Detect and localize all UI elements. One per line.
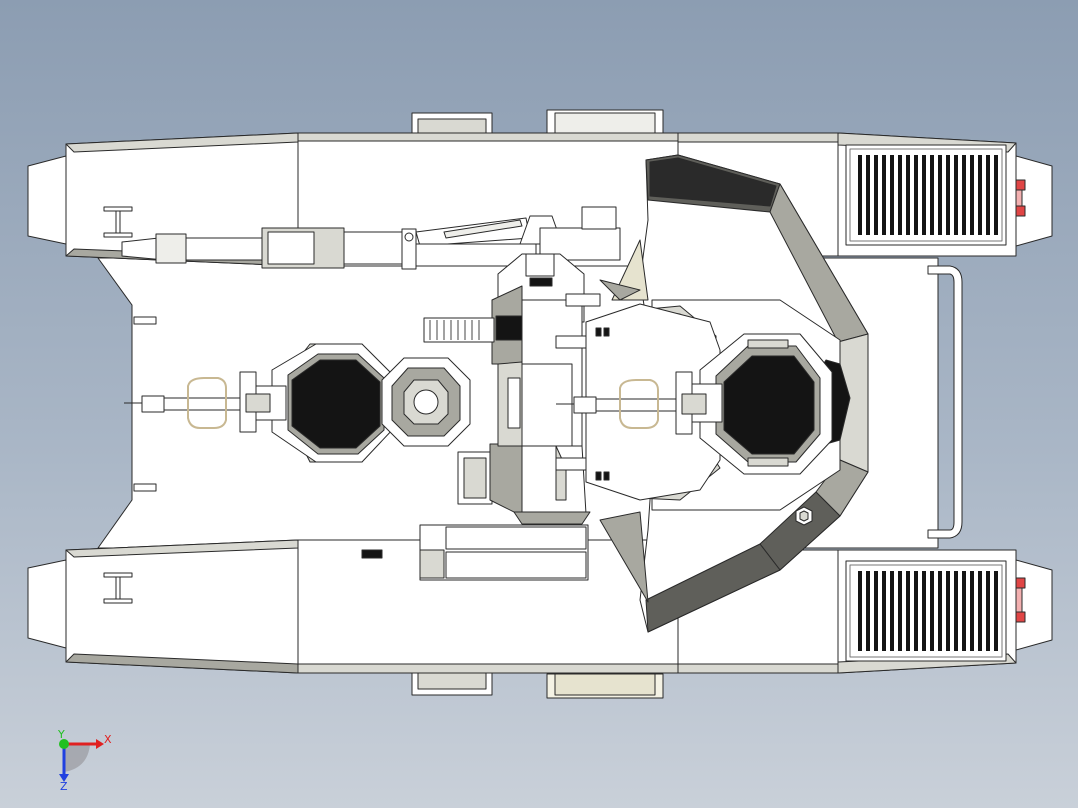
vent-slat	[946, 155, 950, 235]
hull-slot-lower	[133, 483, 157, 492]
lower-red-light-2	[1015, 611, 1026, 623]
vent-slat	[970, 571, 974, 651]
vent-slat	[906, 571, 910, 651]
vent-slat	[978, 155, 982, 235]
vent-slat	[954, 155, 958, 235]
vent-slat	[930, 571, 934, 651]
z-axis-label: Z	[60, 780, 68, 793]
vent-slat	[874, 571, 878, 651]
lower-track-pod[interactable]	[27, 539, 1053, 674]
vent-slat	[986, 571, 990, 651]
vent-slat	[946, 571, 950, 651]
vent-slat	[898, 571, 902, 651]
vent-slat	[866, 571, 870, 651]
upper-red-light-1	[1015, 179, 1026, 191]
rear-hatch-window	[291, 359, 381, 449]
vent-slat	[922, 571, 926, 651]
vent-slat	[922, 155, 926, 235]
vent-slat	[866, 155, 870, 235]
vent-slat	[962, 155, 966, 235]
vent-slat	[986, 155, 990, 235]
vent-slat	[882, 155, 886, 235]
y-axis-dot	[59, 739, 69, 749]
vent-slat	[882, 571, 886, 651]
vent-slat	[954, 571, 958, 651]
rear-gun-turret[interactable]	[124, 371, 287, 433]
vent-slat	[914, 155, 918, 235]
vent-slat	[890, 571, 894, 651]
lower-red-light-1	[1015, 577, 1026, 589]
front-hatch[interactable]	[699, 333, 833, 475]
vent-slat	[970, 155, 974, 235]
coordinate-triad[interactable]: X Y Z	[57, 728, 112, 793]
vent-slat	[938, 571, 942, 651]
vent-slat	[874, 155, 878, 235]
y-axis-label: Y	[57, 728, 65, 741]
front-gun-turret[interactable]	[556, 371, 723, 435]
vent-slat	[994, 571, 998, 651]
x-axis-label: X	[104, 733, 112, 746]
vent-slat	[994, 155, 998, 235]
vent-slat	[858, 155, 862, 235]
right-handrail[interactable]	[927, 265, 963, 539]
gatling-gun[interactable]	[423, 317, 495, 343]
upper-red-light-2	[1015, 205, 1026, 217]
vent-slat	[978, 571, 982, 651]
vent-slat	[930, 155, 934, 235]
hull-slot-upper	[133, 316, 157, 325]
lower-vent-slats	[858, 571, 998, 651]
central-turret-mount[interactable]	[457, 253, 601, 525]
mesh-panel	[649, 157, 777, 207]
upper-vent-slats	[858, 155, 998, 235]
main-gun-barrel[interactable]	[121, 206, 621, 270]
vent-slat	[914, 571, 918, 651]
vent-slat	[938, 155, 942, 235]
vent-slat	[906, 155, 910, 235]
upper-ibeam-mark	[103, 206, 133, 238]
vent-slat	[898, 155, 902, 235]
lower-launcher[interactable]	[419, 524, 589, 581]
front-hatch-window	[723, 355, 815, 455]
vent-slat	[962, 571, 966, 651]
vent-slat	[858, 571, 862, 651]
rear-hatch[interactable]	[271, 343, 397, 463]
vent-slat	[890, 155, 894, 235]
hex-cap[interactable]	[381, 357, 471, 447]
lower-ibeam-mark	[103, 572, 133, 604]
